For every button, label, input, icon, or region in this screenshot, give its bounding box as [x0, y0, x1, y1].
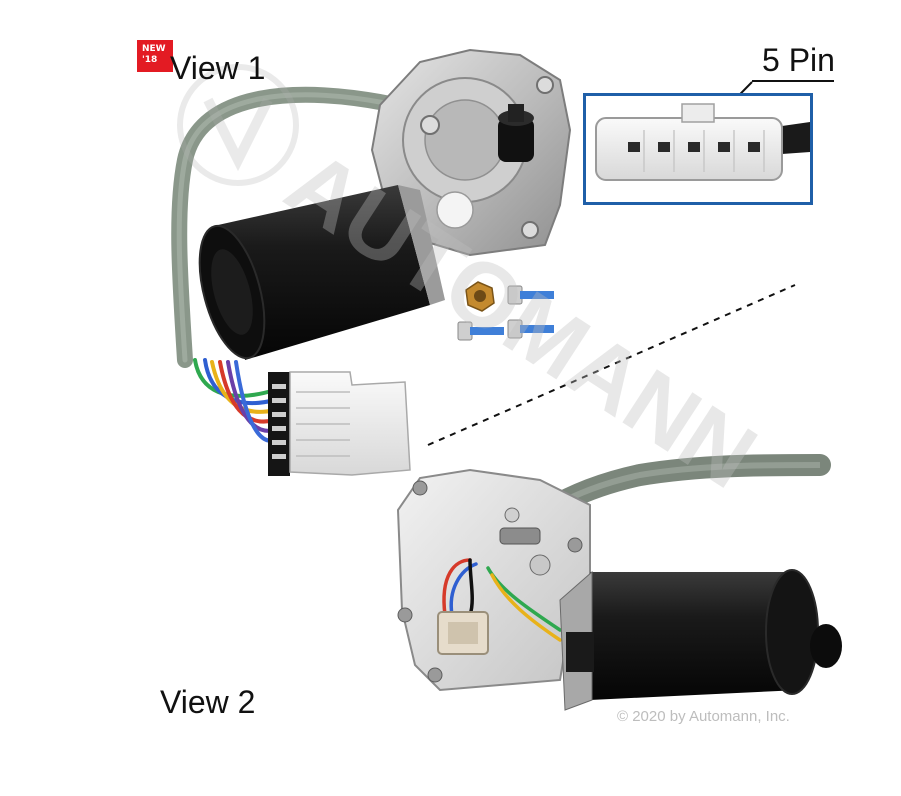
five-pin-connector-inset	[583, 93, 813, 205]
pin-label-underline	[752, 80, 834, 82]
pin-count-label: 5 Pin	[762, 42, 835, 78]
new-badge-line1: NEW	[142, 44, 166, 54]
automann-watermark	[177, 64, 299, 186]
view2-motor	[396, 454, 842, 711]
new-badge-line2: '18	[142, 55, 158, 65]
view2-label: View 2	[160, 684, 256, 720]
new-badge: NEW '18	[137, 40, 173, 72]
copyright-notice: © 2020 by Automann, Inc.	[617, 708, 790, 725]
view1-motor	[171, 48, 572, 476]
hardware-nut-and-bolts	[457, 281, 554, 341]
five-pin-connector-closeup	[586, 96, 810, 202]
view1-label: View 1	[170, 50, 266, 86]
